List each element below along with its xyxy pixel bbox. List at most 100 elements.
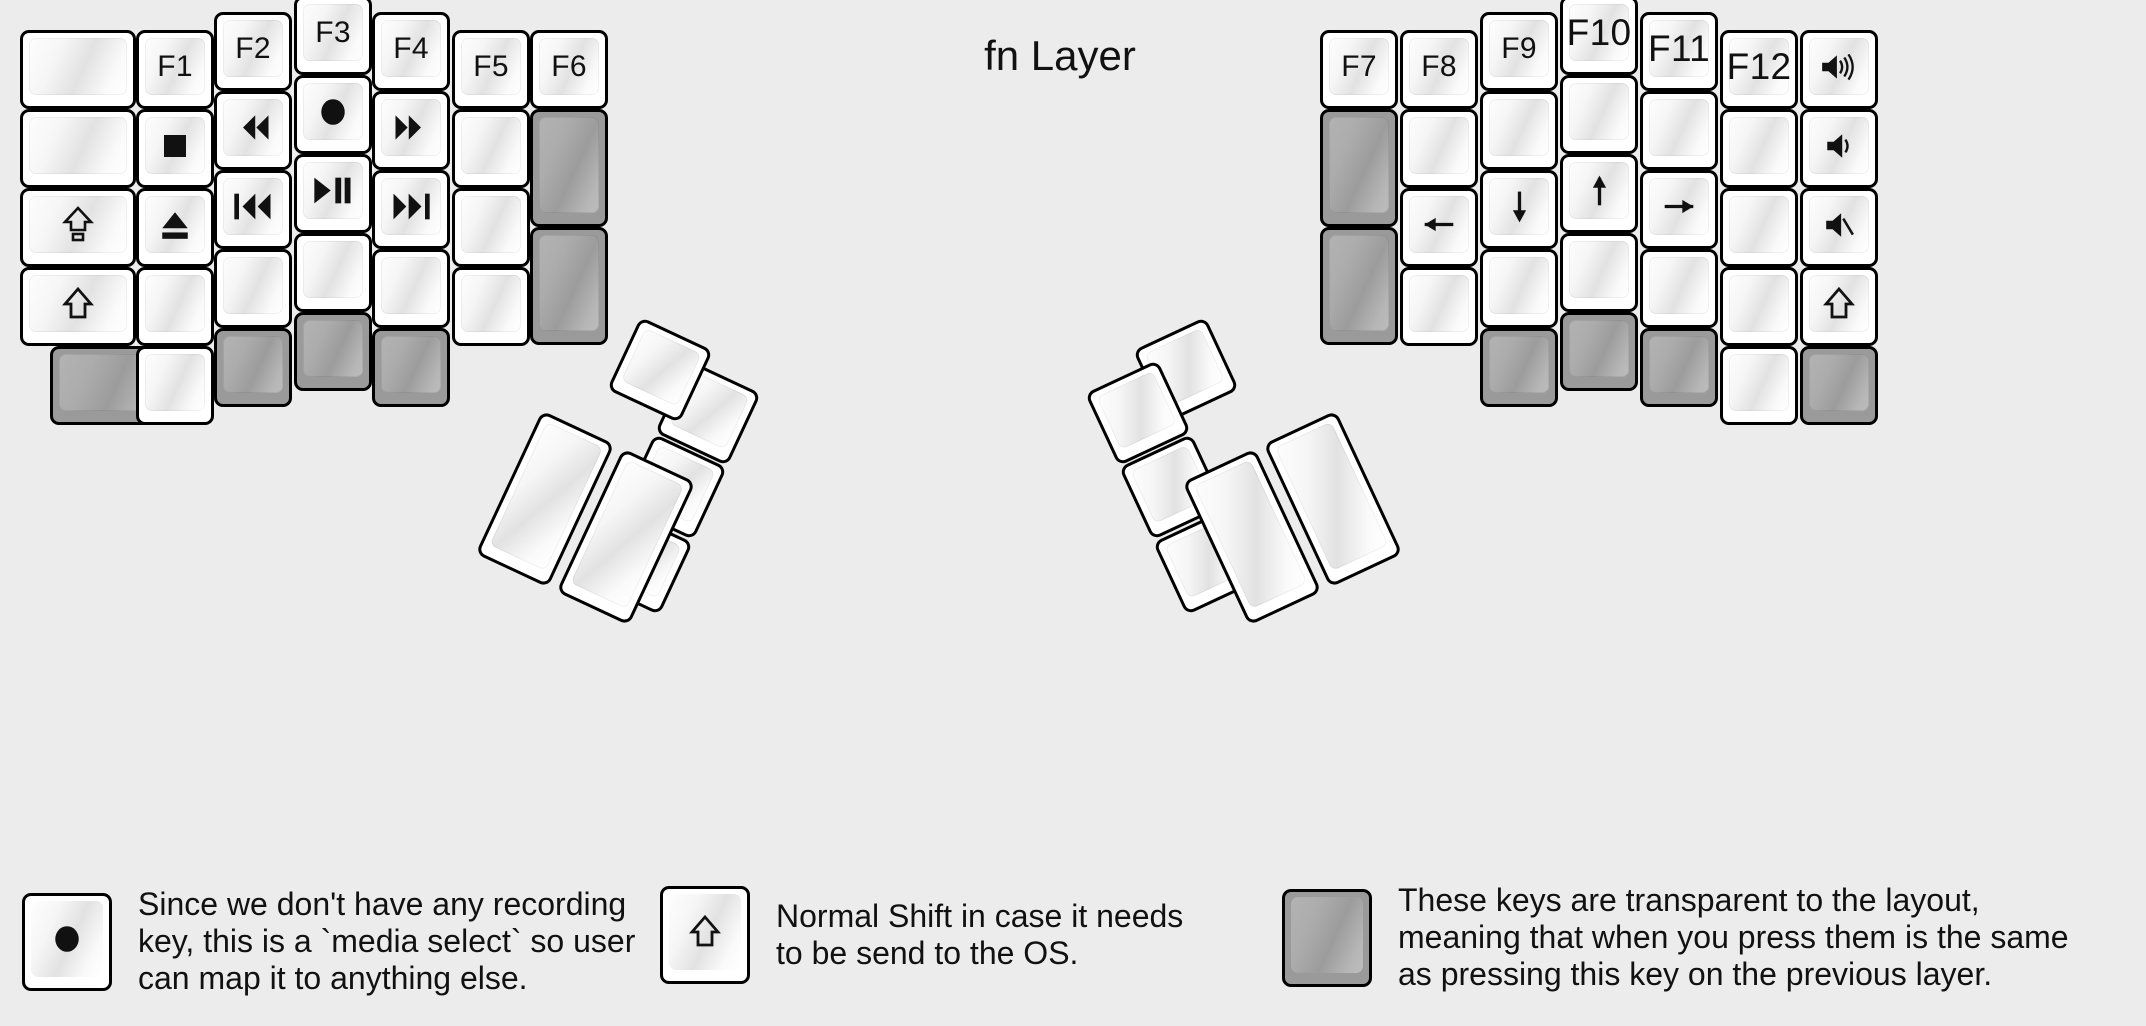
keycap-surface: F9 [1489,20,1549,77]
keycap-surface [223,257,283,314]
key-r-c7-r2[interactable] [1800,109,1878,188]
key-r-c6-r2[interactable] [1720,109,1798,188]
key-l-c4-r5[interactable] [294,312,372,391]
key-l-c1-r2[interactable] [20,109,136,188]
keycap-surface [29,196,127,253]
volume-up-icon [1822,53,1854,80]
keycap-surface [1096,370,1178,450]
key-r-c7-r4[interactable] [1800,267,1878,346]
shift-arrow-icon [62,286,94,321]
legend-item: Since we don't have any recording key, t… [22,886,635,997]
key-l-c7-r2[interactable] [530,109,608,227]
key-l-c2-r5[interactable] [136,346,214,425]
key-r-c4-r5[interactable] [1560,312,1638,391]
key-l-c1-r4[interactable] [20,267,136,346]
key-l-c3-r1[interactable]: F2 [214,12,292,91]
key-r-c7-r5[interactable] [1800,346,1878,425]
fast-forward-icon [391,112,431,143]
key-r-c6-r1[interactable]: F12 [1720,30,1798,109]
key-r-c4-r4[interactable] [1560,233,1638,312]
key-label: F10 [1566,12,1632,53]
keycap-surface [1569,162,1629,219]
key-l-c5-r2[interactable] [372,91,450,170]
key-l-c5-r4[interactable] [372,249,450,328]
key-r-c3-r5[interactable] [1480,328,1558,407]
key-label: F7 [1341,49,1377,83]
key-r-c2-r3[interactable] [1400,188,1478,267]
key-l-c3-r5[interactable] [214,328,292,407]
key-r-c5-r3[interactable] [1640,170,1718,249]
key-l-c5-r1[interactable]: F4 [372,12,450,91]
key-l-c2-r3[interactable] [136,188,214,267]
key-r-c4-r3[interactable] [1560,154,1638,233]
page-title: fn Layer [984,32,1136,79]
key-r-c3-r1[interactable]: F9 [1480,12,1558,91]
key-r-c3-r4[interactable] [1480,249,1558,328]
key-l-c6-r1[interactable]: F5 [452,30,530,109]
key-l-c6-r3[interactable] [452,188,530,267]
arrow-left-icon [1420,208,1458,241]
key-l-c1-r1[interactable] [20,30,136,109]
keycap-surface [1489,99,1549,156]
key-r-c3-r3[interactable] [1480,170,1558,249]
key-l-c5-r5[interactable] [372,328,450,407]
key-r-c2-r4[interactable] [1400,267,1478,346]
keycap-surface: F7 [1329,38,1389,95]
key-r-c3-r2[interactable] [1480,91,1558,170]
legend-key-sample [22,892,112,991]
key-r-c5-r1[interactable]: F11 [1640,12,1718,91]
key-l-c1-r3[interactable] [20,188,136,267]
key-r-c5-r2[interactable] [1640,91,1718,170]
key-r-c2-r2[interactable] [1400,109,1478,188]
shift-arrow-icon [1823,286,1855,318]
keycap-surface [29,275,127,332]
key-r-c7-r3[interactable] [1800,188,1878,267]
keycap-surface [303,241,363,298]
legend: Since we don't have any recording key, t… [0,868,2146,1026]
key-l-c2-r2[interactable] [136,109,214,188]
shift-arrow-icon [689,915,721,947]
key-r-c4-r2[interactable] [1560,75,1638,154]
key-r-c1-r1[interactable]: F7 [1320,30,1398,109]
arrow-down-icon [1512,191,1526,222]
keycap-surface [29,117,127,174]
keycap-surface [303,162,363,219]
key-l-c2-r1[interactable]: F1 [136,30,214,109]
key-r-c1-r2[interactable] [1320,109,1398,227]
key-l-c5-r3[interactable] [372,170,450,249]
key-r-c1-r3[interactable] [1320,227,1398,345]
key-r-c7-r1[interactable] [1800,30,1878,109]
keycap-surface [1809,196,1869,253]
keycap-surface [1489,178,1549,235]
shift-arrow-icon [62,286,94,318]
key-l-c7-r3[interactable] [530,227,608,345]
keycap-surface [1649,99,1709,156]
key-r-c6-r4[interactable] [1720,267,1798,346]
key-l-c2-r4[interactable] [136,267,214,346]
key-l-c4-r4[interactable] [294,233,372,312]
key-r-c4-r1[interactable]: F10 [1560,0,1638,75]
key-r-c6-r5[interactable] [1720,346,1798,425]
key-l-c7-r1[interactable]: F6 [530,30,608,109]
key-l-c6-r2[interactable] [452,109,530,188]
key-label: F3 [315,15,351,49]
legend-text: These keys are transparent to the layout… [1398,882,2069,993]
key-r-c5-r5[interactable] [1640,328,1718,407]
keycap-surface [1291,896,1363,973]
key-label: F9 [1501,31,1537,65]
key-l-c6-r4[interactable] [452,267,530,346]
key-l-c3-r4[interactable] [214,249,292,328]
key-r-c6-r3[interactable] [1720,188,1798,267]
shift-arrow-icon [1823,286,1855,321]
key-l-c4-r3[interactable] [294,154,372,233]
key-r-c5-r4[interactable] [1640,249,1718,328]
key-l-c3-r2[interactable] [214,91,292,170]
keycap-surface [381,99,441,156]
rewind-icon [243,115,269,140]
keycap-surface: F10 [1566,4,1632,61]
key-l-c3-r3[interactable] [214,170,292,249]
key-l-c4-r2[interactable] [294,75,372,154]
key-l-c4-r1[interactable]: F3 [294,0,372,75]
keycap-surface [669,894,741,970]
key-r-c2-r1[interactable]: F8 [1400,30,1478,109]
